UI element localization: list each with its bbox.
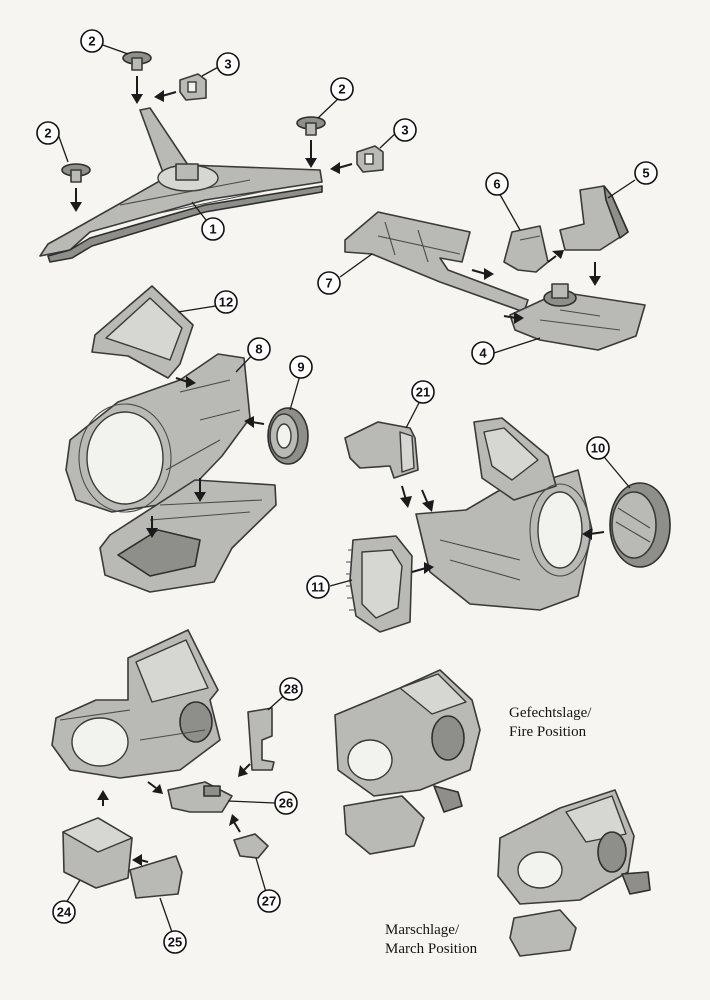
callout-2b-label: 2 <box>338 82 345 97</box>
fire-position-caption: Gefechtslage/ Fire Position <box>509 704 591 742</box>
callout-1: 1 <box>201 217 225 241</box>
callout-5-label: 5 <box>642 166 649 181</box>
fire-position-caption-line2: Fire Position <box>509 724 587 740</box>
lower-carriage <box>99 479 277 593</box>
sight-bracket-part-28 <box>247 707 275 771</box>
callout-2a: 2 <box>80 29 104 53</box>
callout-26-label: 26 <box>279 796 293 811</box>
shield-plate-part-12 <box>91 285 194 379</box>
callout-12: 12 <box>214 290 238 314</box>
callout-4-label: 4 <box>479 346 487 361</box>
tripod-base-part-1 <box>39 107 323 263</box>
callout-3a-label: 3 <box>224 57 231 72</box>
callout-21: 21 <box>411 380 435 404</box>
callout-28: 28 <box>279 677 303 701</box>
callout-9: 9 <box>289 355 313 379</box>
leveling-foot-part-2 <box>61 51 326 183</box>
gun-barrel-ring-part-9 <box>267 407 309 465</box>
assembly-arrows <box>70 76 605 866</box>
callout-26: 26 <box>274 791 298 815</box>
assembled-gun-body <box>51 629 221 779</box>
march-position-model <box>497 789 651 957</box>
trail-part-7 <box>344 211 529 313</box>
elevation-gear-part-11 <box>346 535 413 633</box>
fire-position-model <box>334 669 481 855</box>
callout-9-label: 9 <box>297 360 304 375</box>
support-block-part-6 <box>503 225 549 273</box>
sight-housing-part-26 <box>167 781 233 813</box>
callout-25-label: 25 <box>168 935 182 950</box>
callout-7-label: 7 <box>325 276 332 291</box>
callout-6-label: 6 <box>493 177 500 192</box>
callout-24-label: 24 <box>57 905 72 920</box>
callout-4: 4 <box>471 341 495 365</box>
callout-11-label: 11 <box>311 580 325 595</box>
sight-knob-part-27 <box>233 833 269 859</box>
mid-assembly <box>415 417 593 611</box>
callout-3a: 3 <box>216 52 240 76</box>
march-position-caption-line1: Marschlage/ <box>385 922 460 938</box>
callout-27-label: 27 <box>262 894 276 909</box>
callout-8: 8 <box>247 337 271 361</box>
callout-2a-label: 2 <box>88 34 95 49</box>
fire-position-caption-line1: Gefechtslage/ <box>509 705 592 721</box>
callout-2c-label: 2 <box>44 126 51 141</box>
callout-10-label: 10 <box>591 441 605 456</box>
wedge-part-5 <box>559 185 629 251</box>
turntable-plate-part-4 <box>509 283 646 351</box>
callout-12-label: 12 <box>219 295 233 310</box>
ammo-box-part-24 <box>62 817 133 889</box>
callout-27: 27 <box>257 889 281 913</box>
callout-10: 10 <box>586 436 610 460</box>
ammo-lid-part-25 <box>129 855 183 899</box>
callout-6: 6 <box>485 172 509 196</box>
callout-5: 5 <box>634 161 658 185</box>
callout-24: 24 <box>52 900 76 924</box>
march-position-caption: Marschlage/ March Position <box>385 921 477 959</box>
callout-2c: 2 <box>36 121 60 145</box>
callout-3b: 3 <box>393 118 417 142</box>
callout-3b-label: 3 <box>401 123 408 138</box>
callout-1-label: 1 <box>209 222 216 237</box>
cradle-part-8 <box>65 353 251 513</box>
seat-part-21 <box>344 421 419 479</box>
callout-25: 25 <box>163 930 187 954</box>
clamp-part-3 <box>179 73 384 173</box>
callout-21-label: 21 <box>416 385 430 400</box>
callout-28-label: 28 <box>284 682 298 697</box>
sight-ring-part-10 <box>609 482 671 568</box>
march-position-caption-line2: March Position <box>385 941 478 957</box>
callout-8-label: 8 <box>255 342 262 357</box>
callout-11: 11 <box>306 575 330 599</box>
callout-2b: 2 <box>330 77 354 101</box>
callout-7: 7 <box>317 271 341 295</box>
